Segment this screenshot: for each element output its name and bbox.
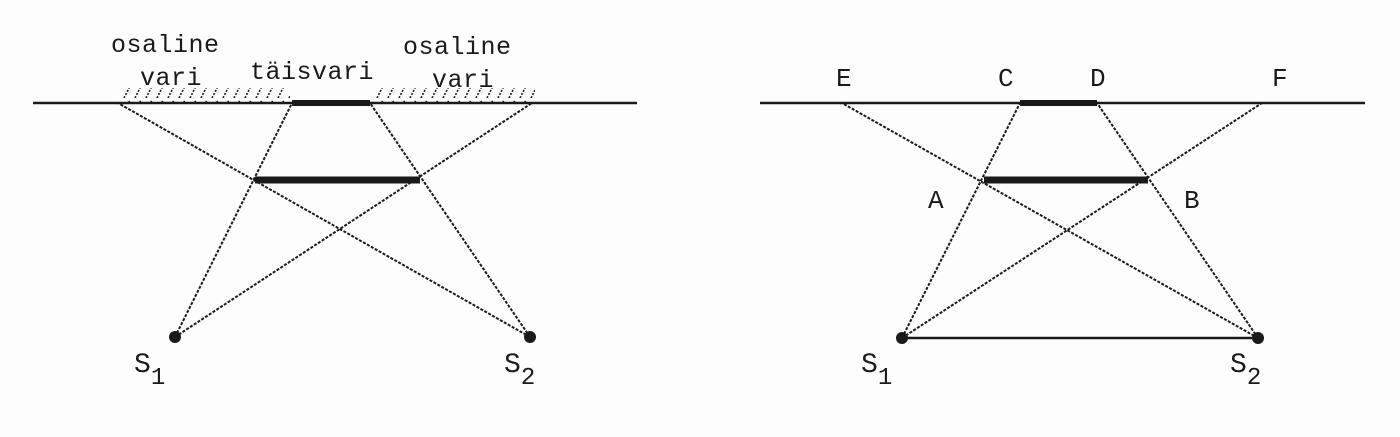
label-point-f: F (1272, 64, 1288, 94)
source-s2-dot (524, 331, 536, 343)
label-source-s2: S2 (504, 350, 536, 392)
label-source-s1: S1 (861, 350, 893, 392)
penumbra-right-hatching (373, 88, 535, 102)
left-diagram-lines (33, 88, 637, 343)
label-source-s1: S1 (134, 350, 166, 392)
label-penumbra-right-line2: vari (432, 66, 495, 95)
right-diagram-lines (760, 100, 1365, 344)
source-s2-dot (1252, 332, 1264, 344)
source-s1-dot (896, 332, 908, 344)
label-penumbra-left-line2: vari (140, 64, 203, 93)
label-penumbra-left-line1: osaline (111, 31, 220, 60)
label-point-b: B (1184, 186, 1200, 216)
label-point-c: C (998, 64, 1014, 94)
source-s1-dot (169, 331, 181, 343)
label-point-a: A (928, 186, 944, 216)
label-umbra: täisvari (250, 58, 375, 87)
label-penumbra-right-line1: osaline (403, 33, 512, 62)
left-diagram-shadow-regions: osaline vari täisvari osaline vari S1 S2 (33, 31, 637, 392)
right-diagram-labeled-geometry: E C D F A B S1 S2 (700, 0, 1400, 437)
label-point-d: D (1090, 64, 1106, 94)
label-point-e: E (836, 64, 852, 94)
label-source-s2: S2 (1230, 350, 1262, 392)
penumbra-left-hatching (122, 88, 290, 102)
